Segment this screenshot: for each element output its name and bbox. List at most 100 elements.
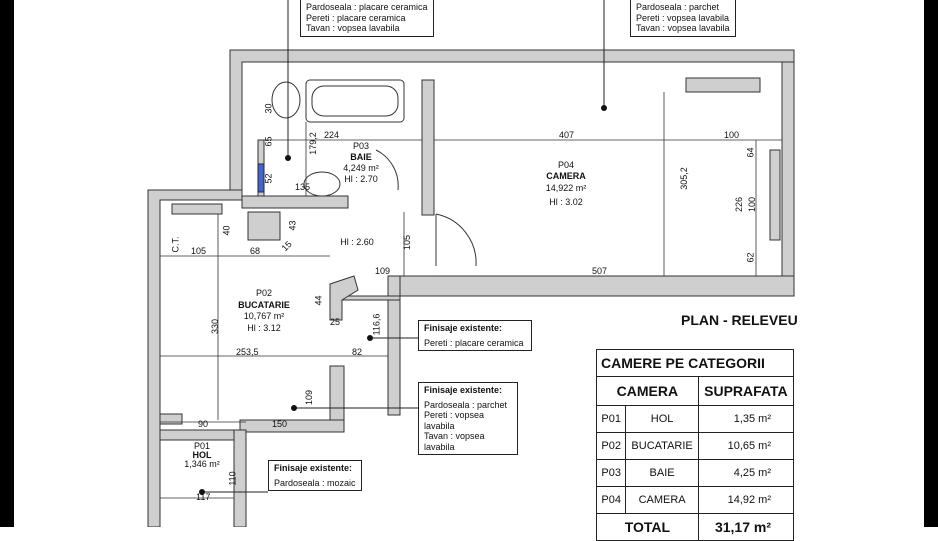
note-line: Pereti : vopsea lavabila xyxy=(636,12,730,23)
room-area-bucatarie: 10,767 m² xyxy=(243,311,285,321)
dim-label: 44 xyxy=(313,295,324,306)
note-line: Pardoseala : mozaic xyxy=(274,477,356,488)
dim-label: 179,2 xyxy=(307,132,318,155)
room-name-bucatarie: BUCATARIE xyxy=(238,300,290,310)
wall-right xyxy=(781,61,795,297)
note-line: Pereti : vopsea lavabila xyxy=(424,410,485,431)
note-line: Pardoseala : parchet xyxy=(636,2,720,12)
dim-label: 407 xyxy=(559,130,575,140)
baie-blue-item xyxy=(257,163,265,193)
table-header-suprafata: SUPRAFATA xyxy=(697,376,795,406)
dim-label: 100 xyxy=(747,196,758,213)
room-hl-bucatarie: Hl : 3.12 xyxy=(247,323,281,333)
cell-name: BAIE xyxy=(625,459,699,487)
note-camera-finishes: Pardoseala : parchet Pereti : vopsea lav… xyxy=(630,0,736,37)
right-black-border xyxy=(924,0,938,527)
dim-label: 30 xyxy=(263,103,274,114)
floor-plan-drawing xyxy=(147,0,795,527)
room-name-hol: HOL xyxy=(192,450,212,460)
room-name-camera: CAMERA xyxy=(546,171,586,181)
room-code-p02: P02 xyxy=(255,288,273,298)
room-area-camera: 14,922 m² xyxy=(545,183,587,193)
hall-hl: Hl : 2.60 xyxy=(340,237,374,247)
left-black-border xyxy=(0,0,14,527)
note-finishes-3: Finisaje existente: Pardoseala : mozaic xyxy=(268,460,362,491)
cell-id: P03 xyxy=(595,459,627,487)
dim-label: 82 xyxy=(352,347,363,357)
table-row: P03 BAIE 4,25 m² xyxy=(595,459,795,487)
toilet xyxy=(271,81,301,119)
note-finishes-2: Finisaje existente: Pardoseala : parchet… xyxy=(418,382,518,455)
note-header: Finisaje existente: xyxy=(424,385,503,395)
wall-top xyxy=(229,49,795,201)
dim-label: 305,2 xyxy=(678,167,689,190)
total-value: 31,17 m² xyxy=(697,513,795,541)
room-code-p04: P04 xyxy=(557,160,575,170)
window-buc xyxy=(171,203,223,215)
dim-label: 224 xyxy=(324,130,340,140)
wall-hall-stub xyxy=(329,275,359,321)
door-camera xyxy=(435,213,477,267)
dim-label: 64 xyxy=(745,147,756,158)
note-line: Pereti : placare ceramica xyxy=(306,12,406,23)
dim-label: 62 xyxy=(745,252,756,263)
wall-buc-bottom-left xyxy=(159,413,183,425)
table-header-camera: CAMERA xyxy=(596,376,699,406)
room-code-p01: P01 xyxy=(193,441,211,451)
cell-name: CAMERA xyxy=(625,486,699,514)
dim-label: 40 xyxy=(221,225,232,236)
cell-area: 14,92 m² xyxy=(697,486,795,514)
dim-label: 150 xyxy=(272,419,288,429)
sink xyxy=(303,171,341,197)
note-line: Pardoseala : parchet xyxy=(424,399,508,410)
dim-label: 65 xyxy=(263,136,274,147)
dim-label: 90 xyxy=(198,419,209,429)
note-baie-finishes: Pardoseala : placare ceramica Pereti : p… xyxy=(300,0,434,37)
bathtub xyxy=(305,79,405,123)
room-code-p03: P03 xyxy=(352,141,370,151)
wall-hol-right xyxy=(233,429,247,527)
room-name-baie: BAIE xyxy=(350,152,372,162)
note-line: Tavan : vopsea lavabila xyxy=(636,23,730,33)
cell-name: HOL xyxy=(625,405,699,433)
wall-bottom-buc xyxy=(239,419,345,433)
cell-id: P02 xyxy=(595,432,627,460)
dim-label: 135 xyxy=(295,182,311,192)
wall-left-upper xyxy=(147,189,243,527)
cell-area: 1,35 m² xyxy=(697,405,795,433)
cell-area: 4,25 m² xyxy=(697,459,795,487)
room-area-baie: 4,249 m² xyxy=(343,163,379,173)
room-categories-table: CAMERE PE CATEGORII CAMERA SUPRAFATA P01… xyxy=(595,349,795,541)
cell-name: BUCATARIE xyxy=(625,432,699,460)
dim-label: 109 xyxy=(304,389,315,406)
dim-label: 330 xyxy=(210,318,221,335)
window-camera xyxy=(769,149,781,241)
table-row: P02 BUCATARIE 10,65 m² xyxy=(595,432,795,460)
cell-id: P04 xyxy=(595,486,627,514)
total-label: TOTAL xyxy=(596,513,699,541)
wall-baie-camera xyxy=(421,79,435,216)
dim-label: 116,6 xyxy=(371,313,382,336)
dim-label: 68 xyxy=(250,246,261,256)
table-title: CAMERE PE CATEGORII xyxy=(596,349,794,377)
dim-label: 25 xyxy=(330,317,341,327)
cell-id: P01 xyxy=(595,405,627,433)
dim-label: 110 xyxy=(227,471,238,486)
table-row: P01 HOL 1,35 m² xyxy=(595,405,795,433)
room-area-hol: 1,346 m² xyxy=(184,459,220,469)
dim-label: 43 xyxy=(287,220,298,231)
dim-label: 117 xyxy=(196,492,211,502)
dim-label: 507 xyxy=(592,266,608,276)
plan-title: PLAN - RELEVEU xyxy=(681,312,798,328)
wall-camera-top-inner xyxy=(685,77,761,93)
note-header: Finisaje existente: xyxy=(274,463,353,473)
note-line: Tavan : vopsea lavabila xyxy=(424,431,485,452)
cell-area: 10,65 m² xyxy=(697,432,795,460)
room-hl-baie: Hl : 2.70 xyxy=(344,174,378,184)
note-finishes-1: Finisaje existente: Pereti : placare cer… xyxy=(418,320,532,351)
wall-bottom-camera xyxy=(399,275,795,297)
wall-hol-top xyxy=(159,429,235,441)
dim-label: 100 xyxy=(724,130,740,140)
chimney xyxy=(247,211,281,241)
dim-label: 109 xyxy=(375,266,391,276)
